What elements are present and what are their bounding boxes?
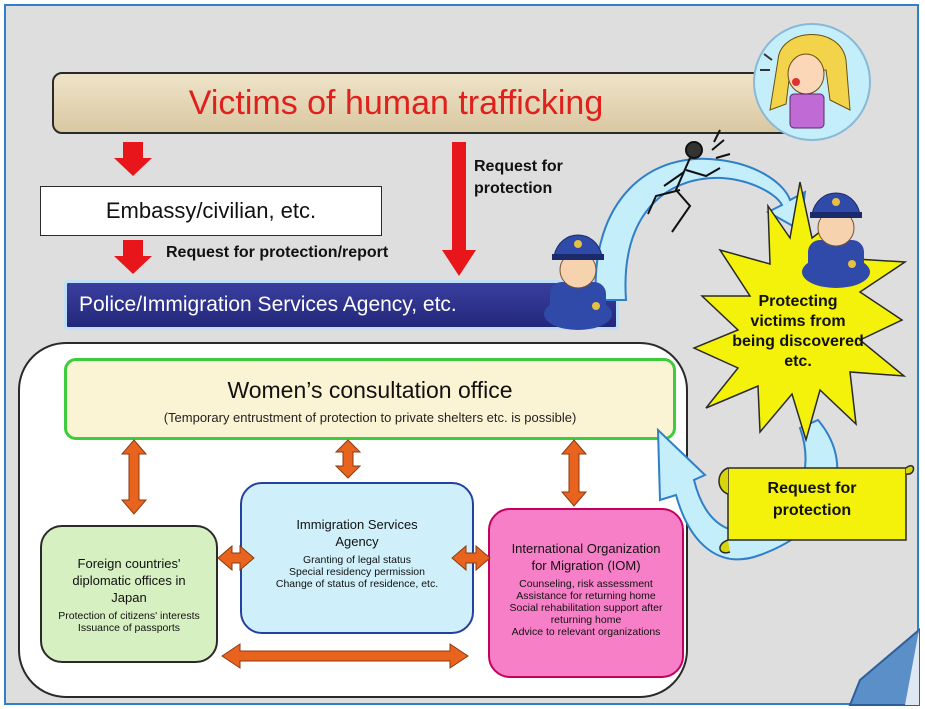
orange-double-arrow bbox=[120, 439, 148, 515]
embassy-box: Embassy/civilian, etc. bbox=[40, 186, 382, 236]
iom-item: returning home bbox=[550, 614, 622, 626]
iom-title-line: International Organization bbox=[511, 541, 661, 556]
foreign-offices-title: Foreign countries' diplomatic offices in… bbox=[42, 555, 216, 606]
womens-office-subtitle: (Temporary entrustment of protection to … bbox=[163, 410, 577, 425]
womens-office-title: Women’s consultation office bbox=[227, 377, 513, 403]
immigration-agency-card: Immigration Services Agency Granting of … bbox=[240, 482, 474, 634]
immigration-title-line: Agency bbox=[335, 534, 379, 549]
foreign-title-line: Foreign countries' bbox=[77, 556, 181, 571]
foreign-offices-items: Protection of citizens' interests Issuan… bbox=[42, 610, 216, 634]
immigration-item: Granting of legal status bbox=[303, 554, 411, 566]
foreign-title-line: diplomatic offices in bbox=[72, 573, 186, 588]
starburst-line: etc. bbox=[784, 353, 812, 370]
orange-double-arrow bbox=[217, 544, 255, 572]
request-protection-label: Request for protection bbox=[474, 156, 563, 200]
immigration-title-line: Immigration Services bbox=[296, 517, 418, 532]
red-arrow bbox=[114, 142, 152, 176]
womens-office-box: Women’s consultation office (Temporary e… bbox=[64, 358, 676, 440]
starburst-line: being discovered bbox=[732, 333, 864, 350]
starburst-line: victims from bbox=[750, 313, 846, 330]
scroll-line: Request for bbox=[767, 480, 857, 497]
request-protection-line2: protection bbox=[474, 180, 553, 197]
request-scroll bbox=[718, 465, 915, 554]
immigration-item: Special residency permission bbox=[289, 566, 425, 578]
request-protection-line1: Request for bbox=[474, 158, 563, 175]
victims-banner: Victims of human trafficking bbox=[52, 72, 800, 134]
request-report-label: Request for protection/report bbox=[166, 244, 389, 261]
immigration-item: Change of status of residence, etc. bbox=[275, 578, 439, 590]
iom-item: Counseling, risk assessment bbox=[519, 578, 653, 590]
red-arrow bbox=[114, 240, 152, 274]
iom-items: Counseling, risk assessment Assistance f… bbox=[490, 578, 682, 638]
page-curl-icon bbox=[848, 627, 920, 706]
scroll-label: Request for protection bbox=[738, 478, 886, 522]
police-officer-icon bbox=[544, 234, 612, 330]
iom-card: International Organization for Migration… bbox=[488, 508, 684, 678]
scroll-line: protection bbox=[772, 502, 852, 519]
foreign-title-line: Japan bbox=[111, 590, 147, 605]
iom-title-line: for Migration (IOM) bbox=[531, 558, 641, 573]
foreign-item: Protection of citizens' interests bbox=[58, 610, 200, 622]
police-label: Police/Immigration Services Agency, etc. bbox=[79, 293, 457, 316]
immigration-agency-items: Granting of legal status Special residen… bbox=[242, 554, 472, 590]
red-arrow bbox=[442, 142, 476, 276]
police-bar: Police/Immigration Services Agency, etc. bbox=[64, 280, 619, 330]
fleeing-person-icon bbox=[647, 129, 731, 233]
iom-item: Social rehabilitation support after bbox=[509, 602, 663, 614]
foreign-offices-card: Foreign countries' diplomatic offices in… bbox=[40, 525, 218, 663]
starburst-line: Protecting bbox=[758, 293, 838, 310]
protection-starburst bbox=[692, 181, 908, 443]
victims-title: Victims of human trafficking bbox=[188, 83, 604, 122]
iom-item: Assistance for returning home bbox=[516, 590, 656, 602]
iom-item: Advice to relevant organizations bbox=[511, 626, 661, 638]
foreign-item: Issuance of passports bbox=[77, 622, 181, 634]
immigration-agency-title: Immigration Services Agency bbox=[242, 516, 472, 550]
orange-double-arrow bbox=[451, 544, 491, 572]
orange-double-arrow bbox=[221, 643, 469, 669]
orange-double-arrow bbox=[334, 439, 362, 479]
starburst-label: Protecting victims from being discovered… bbox=[700, 292, 896, 372]
embassy-label: Embassy/civilian, etc. bbox=[105, 198, 317, 223]
police-officer-icon bbox=[802, 192, 870, 288]
iom-title: International Organization for Migration… bbox=[490, 540, 682, 574]
victim-woman-icon bbox=[753, 23, 871, 141]
orange-double-arrow bbox=[560, 439, 588, 507]
